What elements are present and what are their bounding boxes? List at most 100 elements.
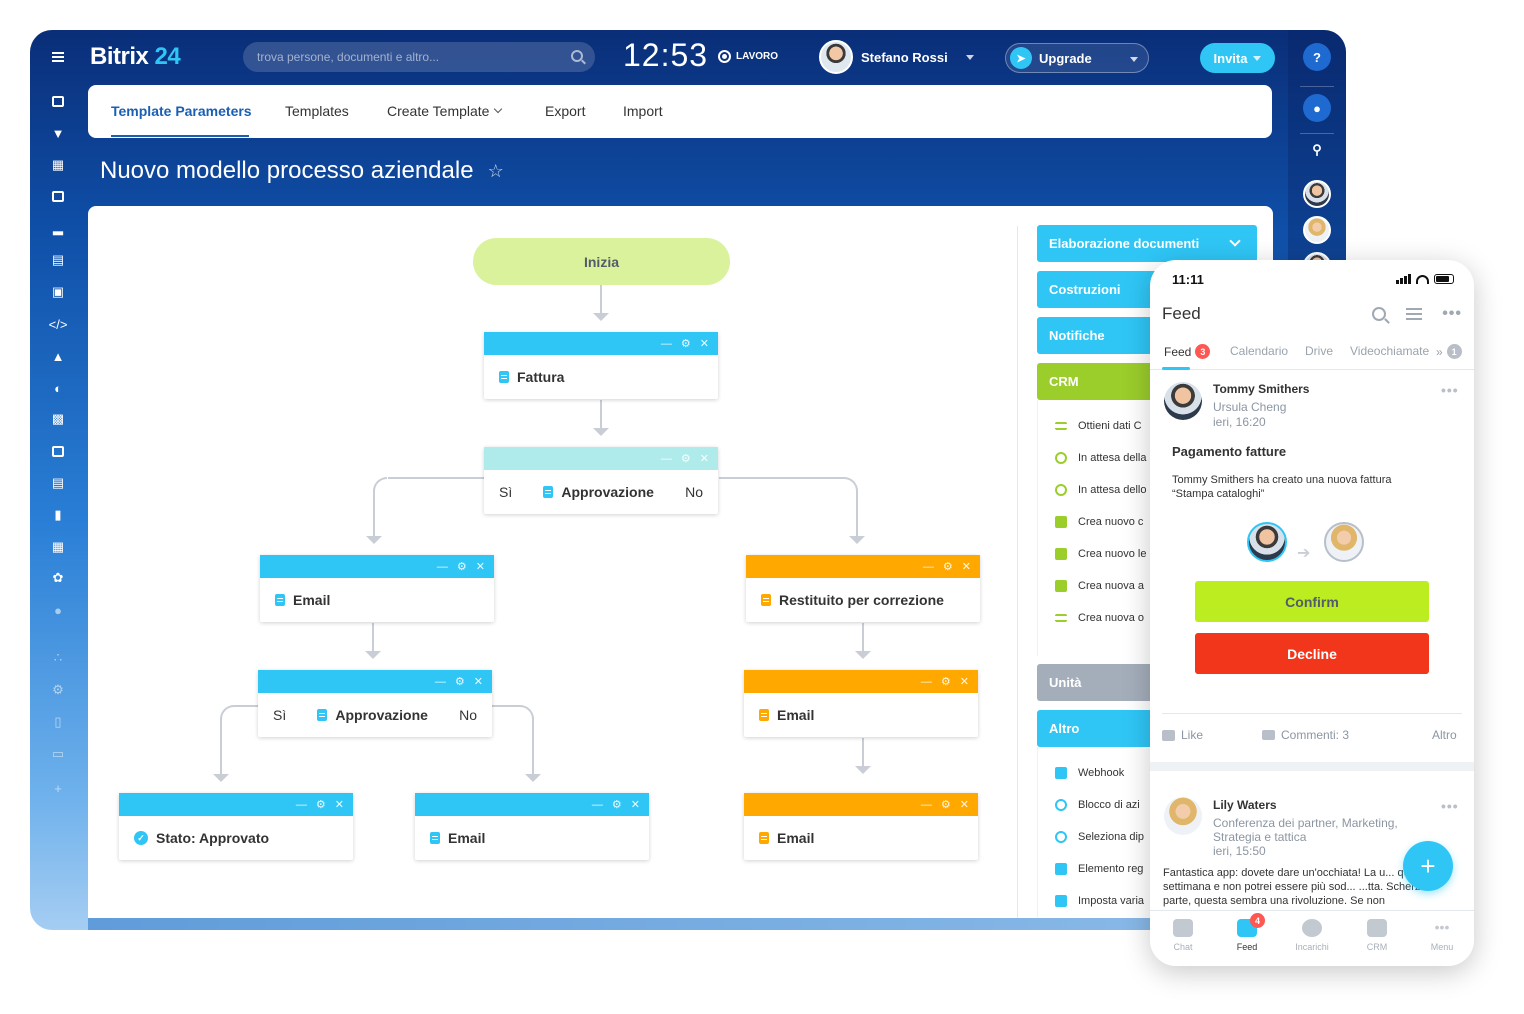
more-icon[interactable]: ••• bbox=[1441, 798, 1459, 814]
minimize-icon[interactable]: — bbox=[660, 337, 672, 350]
more-icon[interactable]: ••• bbox=[1441, 382, 1459, 398]
notification-bell-icon[interactable]: ● bbox=[1303, 94, 1331, 122]
close-icon[interactable]: ✕ bbox=[630, 799, 640, 811]
post-author[interactable]: Lily Waters bbox=[1213, 798, 1277, 812]
palette-group-documenti[interactable]: Elaborazione documenti bbox=[1037, 225, 1257, 262]
close-icon[interactable]: ✕ bbox=[699, 338, 709, 350]
phone-icon[interactable]: ▯ bbox=[54, 714, 62, 729]
image-icon[interactable] bbox=[50, 443, 66, 459]
close-icon[interactable]: ✕ bbox=[473, 676, 483, 688]
upgrade-button[interactable]: ➤ Upgrade bbox=[1005, 43, 1149, 73]
start-node[interactable]: Inizia bbox=[473, 238, 730, 285]
like-button[interactable]: Like bbox=[1162, 728, 1203, 742]
confirm-button[interactable]: Confirm bbox=[1195, 581, 1429, 622]
palette-item[interactable]: Crea nuova a bbox=[1055, 580, 1255, 592]
minimize-icon[interactable]: — bbox=[434, 675, 446, 688]
gear-icon[interactable]: ⚙ bbox=[456, 561, 467, 573]
contact-avatar[interactable] bbox=[1303, 216, 1331, 244]
company-icon[interactable]: ▩ bbox=[51, 411, 65, 426]
help-icon[interactable]: ? bbox=[1303, 43, 1331, 71]
gear-icon[interactable]: ⚙ bbox=[315, 799, 326, 811]
calendar-icon[interactable] bbox=[50, 188, 66, 204]
knowledge-icon[interactable]: ▤ bbox=[51, 252, 65, 267]
palette-item[interactable]: Crea nuovo c bbox=[1055, 516, 1255, 528]
monitor-icon[interactable]: ▭ bbox=[51, 746, 65, 761]
document-icon[interactable]: ▤ bbox=[51, 475, 65, 490]
store-icon[interactable]: ▦ bbox=[51, 539, 65, 554]
palette-item[interactable]: Blocco di azi bbox=[1055, 799, 1255, 811]
nav-chat[interactable]: Chat bbox=[1158, 919, 1208, 952]
feed-icon[interactable] bbox=[50, 93, 66, 109]
nav-crm[interactable]: CRM bbox=[1352, 919, 1402, 952]
tab-create-template[interactable]: Create Template bbox=[387, 103, 503, 119]
palette-item[interactable]: In attesa dello bbox=[1055, 484, 1255, 496]
network-icon[interactable]: ∴ bbox=[53, 650, 63, 665]
palette-item[interactable]: Elemento reg bbox=[1055, 863, 1255, 875]
tab-export[interactable]: Export bbox=[545, 103, 586, 119]
minimize-icon[interactable]: — bbox=[922, 560, 934, 573]
code-icon[interactable]: </> bbox=[48, 316, 68, 332]
menu-icon[interactable] bbox=[50, 49, 66, 65]
video-icon[interactable]: ▮ bbox=[54, 507, 62, 522]
node-stato-approvato[interactable]: —⚙✕ ✓Stato: Approvato bbox=[119, 793, 353, 860]
node-email-orange-2[interactable]: —⚙✕ Email bbox=[744, 793, 978, 860]
work-status[interactable]: LAVORO bbox=[718, 50, 778, 63]
crm-filter-icon[interactable]: ▼ bbox=[51, 125, 65, 141]
node-fattura[interactable]: —⚙✕ Fattura bbox=[484, 332, 718, 399]
phone-tab-calendario[interactable]: Calendario bbox=[1230, 344, 1289, 358]
nav-incarichi[interactable]: Incarichi bbox=[1287, 919, 1337, 952]
analytics-icon[interactable]: ▂ bbox=[53, 220, 63, 235]
author-avatar[interactable] bbox=[1164, 797, 1202, 835]
minimize-icon[interactable]: — bbox=[920, 675, 932, 688]
grid-icon[interactable]: ▦ bbox=[51, 157, 65, 172]
star-icon[interactable]: ☆ bbox=[487, 160, 504, 181]
post-recipient[interactable]: Conferenza dei partner, Marketing, Strat… bbox=[1213, 816, 1398, 844]
gear-icon[interactable]: ⚙ bbox=[611, 799, 622, 811]
search-input[interactable] bbox=[257, 48, 557, 66]
close-icon[interactable]: ✕ bbox=[475, 561, 485, 573]
minimize-icon[interactable]: — bbox=[436, 560, 448, 573]
gear-icon[interactable]: ⚙ bbox=[680, 338, 691, 350]
palette-item[interactable]: Ottieni dati C bbox=[1055, 420, 1255, 432]
user-menu[interactable]: Stefano Rossi bbox=[819, 40, 974, 74]
author-avatar[interactable] bbox=[1164, 382, 1202, 420]
add-post-button[interactable]: + bbox=[1403, 841, 1453, 891]
settings-icon[interactable]: ⚙ bbox=[52, 682, 64, 697]
globe-icon[interactable]: ● bbox=[54, 602, 62, 618]
sites-icon[interactable]: ✿ bbox=[52, 570, 64, 585]
tab-templates[interactable]: Templates bbox=[285, 103, 349, 119]
filter-icon[interactable] bbox=[1406, 308, 1423, 320]
palette-item[interactable]: Crea nuova o bbox=[1055, 612, 1255, 624]
decline-button[interactable]: Decline bbox=[1195, 633, 1429, 674]
palette-item[interactable]: In attesa della bbox=[1055, 452, 1255, 464]
add-icon[interactable]: + bbox=[54, 780, 62, 796]
minimize-icon[interactable]: — bbox=[295, 798, 307, 811]
search-icon[interactable] bbox=[571, 50, 583, 62]
close-icon[interactable]: ✕ bbox=[959, 799, 969, 811]
node-email-orange-1[interactable]: —⚙✕ Email bbox=[744, 670, 978, 737]
gear-icon[interactable]: ⚙ bbox=[680, 453, 691, 465]
node-email-no[interactable]: —⚙✕ Email bbox=[415, 793, 649, 860]
gear-icon[interactable]: ⚙ bbox=[940, 676, 951, 688]
phone-tab-videochiamate[interactable]: Videochiamate bbox=[1350, 344, 1430, 358]
node-email-yes[interactable]: —⚙✕ Email bbox=[260, 555, 494, 622]
comments-button[interactable]: Commenti: 3 bbox=[1262, 728, 1349, 742]
close-icon[interactable]: ✕ bbox=[334, 799, 344, 811]
palette-item[interactable]: Webhook bbox=[1055, 767, 1255, 779]
palette-item[interactable]: Imposta varia bbox=[1055, 895, 1255, 907]
post-recipient[interactable]: Ursula Cheng bbox=[1213, 400, 1287, 414]
more-button[interactable]: Altro bbox=[1432, 728, 1457, 742]
nav-menu[interactable]: •••Menu bbox=[1430, 919, 1454, 952]
invite-button[interactable]: Invita bbox=[1200, 43, 1275, 73]
palette-item[interactable]: Crea nuovo le bbox=[1055, 548, 1255, 560]
close-icon[interactable]: ✕ bbox=[959, 676, 969, 688]
phone-tab-more[interactable]: »1 bbox=[1436, 344, 1462, 359]
minimize-icon[interactable]: — bbox=[660, 452, 672, 465]
minimize-icon[interactable]: — bbox=[591, 798, 603, 811]
search-icon[interactable]: ⚲ bbox=[1312, 142, 1322, 157]
close-icon[interactable]: ✕ bbox=[699, 453, 709, 465]
robot-icon[interactable]: ▣ bbox=[51, 284, 65, 299]
minimize-icon[interactable]: — bbox=[920, 798, 932, 811]
